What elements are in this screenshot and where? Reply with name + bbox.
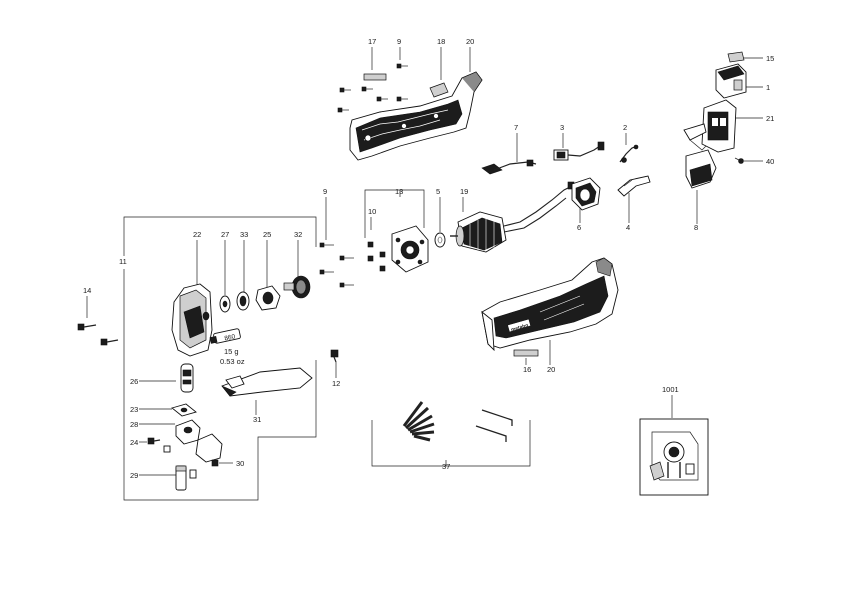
battery-guide-8: [685, 149, 717, 189]
callout-33: 33: [240, 230, 248, 239]
battery-contact-holder-21: [683, 99, 737, 153]
callout-4: 4: [626, 223, 630, 232]
callout-26: 26: [130, 377, 138, 386]
manual-1001: [639, 418, 709, 496]
top-housing-group: [337, 63, 483, 161]
screw-12: [330, 349, 339, 363]
callout-20-top: 20: [466, 37, 474, 46]
label-15: [727, 51, 745, 63]
callout-27: 27: [221, 230, 229, 239]
label-strip-17: [363, 73, 387, 81]
allen-keys-37: [402, 401, 513, 442]
screws-9-mid: [319, 242, 354, 288]
callout-8: 8: [694, 223, 698, 232]
callout-31: 31: [253, 415, 261, 424]
tool-housing-20: metabo: [481, 257, 619, 357]
flange-25: [255, 285, 281, 311]
callout-22: 22: [193, 230, 201, 239]
callout-14: 14: [83, 286, 91, 295]
callout-2: 2: [623, 123, 627, 132]
callout-1001: 1001: [662, 385, 679, 394]
callout-16: 16: [523, 365, 531, 374]
callout-21: 21: [766, 114, 774, 123]
callout-20-bottom: 20: [547, 365, 555, 374]
grease-weight-g: 15 g: [224, 347, 239, 356]
callout-18: 18: [437, 37, 445, 46]
bolt-29: [175, 465, 197, 491]
wiring-parts: [481, 141, 639, 175]
callout-11: 11: [119, 257, 127, 266]
washer-23: [171, 403, 197, 417]
screw-24: [147, 437, 171, 453]
motor-row: [319, 175, 651, 288]
housing-brand-text: metabo: [510, 323, 529, 334]
callout-12: 12: [332, 379, 340, 388]
callout-29: 29: [130, 471, 138, 480]
callout-3: 3: [560, 123, 564, 132]
callout-19: 19: [460, 187, 468, 196]
grease-weight-oz: 0.53 oz: [220, 357, 245, 366]
callout-5: 5: [436, 187, 440, 196]
callout-13: 13: [395, 187, 403, 196]
hex-keys: [475, 409, 513, 442]
callout-labels: 17 9 18 20 15 1 7 3 2 21 40 8 9 13 5 19 …: [83, 37, 774, 480]
callout-25: 25: [263, 230, 271, 239]
clip-4: [617, 175, 651, 197]
callout-37: 37: [442, 462, 450, 471]
callout-9-top: 9: [397, 37, 401, 46]
motor-19: [450, 181, 575, 253]
battery-latch-1: [715, 63, 747, 99]
callout-1: 1: [766, 83, 770, 92]
callout-9-mid: 9: [323, 187, 327, 196]
ring-5: [434, 232, 446, 248]
callout-7: 7: [514, 123, 518, 132]
callout-17: 17: [368, 37, 376, 46]
sensor-3: [553, 141, 605, 161]
nut-30: [211, 459, 219, 467]
blade-31: [221, 367, 313, 397]
cable-2: [619, 144, 639, 163]
callout-28: 28: [130, 420, 138, 429]
blade-set-fan: [402, 401, 435, 442]
callout-10: 10: [368, 207, 376, 216]
led-40: [734, 157, 751, 164]
cover-6: [571, 177, 601, 211]
screws-14: [77, 323, 119, 346]
gear-32: [283, 275, 311, 299]
screws-10: [367, 241, 386, 272]
bearing-27: [219, 295, 231, 313]
callout-15: 15: [766, 54, 774, 63]
eccentric-shaft-26: [180, 363, 194, 393]
callout-6: 6: [577, 223, 581, 232]
callout-40: 40: [766, 157, 774, 166]
switch-7: [481, 159, 537, 175]
screws-9-top: [337, 63, 408, 113]
shear-head-assembly: 860 15 g 0.53 oz: [77, 275, 339, 491]
grease-tube: 860 15 g 0.53 oz: [209, 328, 245, 366]
callout-24: 24: [130, 438, 138, 447]
grease-tube-label: 860: [224, 333, 236, 342]
leader-lines: [86, 47, 763, 501]
label-strip-16: [513, 349, 539, 357]
blade-holder-28: [175, 419, 223, 463]
gear-housing-22: [171, 283, 213, 357]
housing-half-20: [349, 71, 483, 161]
label-plate-18: [429, 82, 449, 98]
callout-30: 30: [236, 459, 244, 468]
callout-23: 23: [130, 405, 138, 414]
bearing-plate-13: [391, 225, 429, 273]
right-electronics-group: [683, 51, 751, 189]
bearing-33: [236, 291, 250, 311]
callout-32: 32: [294, 230, 302, 239]
